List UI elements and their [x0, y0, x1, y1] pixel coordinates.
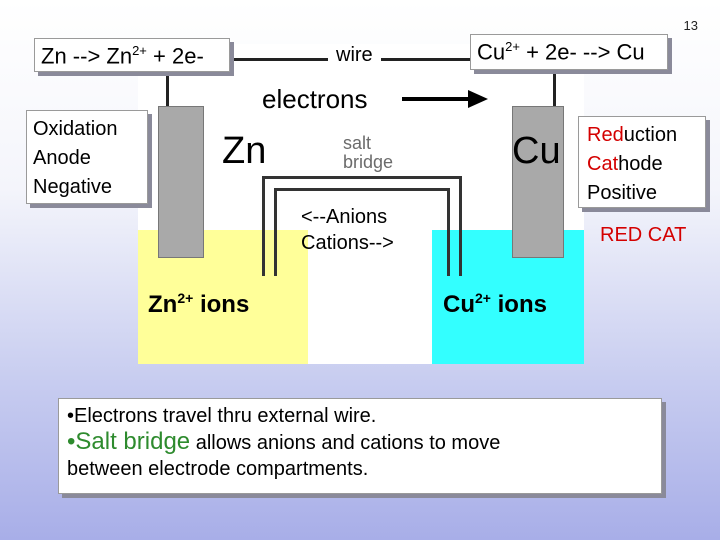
cu-ions-label: Cu2+ ions — [443, 290, 547, 318]
salt-bridge-line2: bridge — [343, 152, 394, 172]
salt-bridge-tube — [262, 176, 462, 276]
ion-flow-line2: Cations--> — [301, 232, 394, 254]
anode-line1: Oxidation — [33, 118, 118, 140]
ion-flow-label: <--Anions Cations--> — [301, 204, 394, 256]
note-line3: between electrode compartments. — [67, 458, 369, 480]
electrons-label: electrons — [262, 84, 368, 114]
cu-electrode — [512, 106, 564, 258]
note-line2: •Salt bridge allows anions and cations t… — [67, 428, 501, 455]
red-cat-mnemonic: RED CAT — [600, 224, 687, 246]
zn-ions-label: Zn2+ ions — [148, 290, 250, 318]
oxidation-half-reaction: Zn --> Zn2+ + 2e- — [34, 38, 230, 72]
salt-bridge-inner — [274, 188, 450, 276]
zn-electrode-label: Zn — [222, 130, 267, 172]
zn-electrode — [158, 106, 204, 258]
anode-line2: Anode — [33, 147, 91, 169]
cathode-line2: Cathode — [587, 153, 663, 175]
wire-label: wire — [328, 44, 381, 67]
electron-flow-arrow — [402, 90, 488, 108]
galvanic-cell-diagram: electrons Zn Cu salt bridge <--Anions Ca… — [138, 44, 584, 364]
cathode-line1: Reduction — [587, 124, 678, 146]
cathode-line3: Positive — [587, 182, 658, 204]
salt-bridge-label: salt bridge — [343, 134, 393, 172]
anode-line3: Negative — [33, 176, 112, 198]
cathode-info-box: Reduction Cathode Positive — [578, 116, 706, 208]
salt-bridge-line1: salt — [343, 133, 372, 153]
note-line1: •Electrons travel thru external wire. — [67, 405, 377, 427]
notes-box: •Electrons travel thru external wire. •S… — [58, 398, 662, 494]
slide-number: 13 — [683, 18, 698, 33]
cu-electrode-label: Cu — [512, 130, 561, 172]
anode-info-box: Oxidation Anode Negative — [26, 110, 148, 204]
ion-flow-line1: <--Anions — [301, 206, 388, 228]
reduction-half-reaction: Cu2+ + 2e- --> Cu — [470, 34, 668, 70]
